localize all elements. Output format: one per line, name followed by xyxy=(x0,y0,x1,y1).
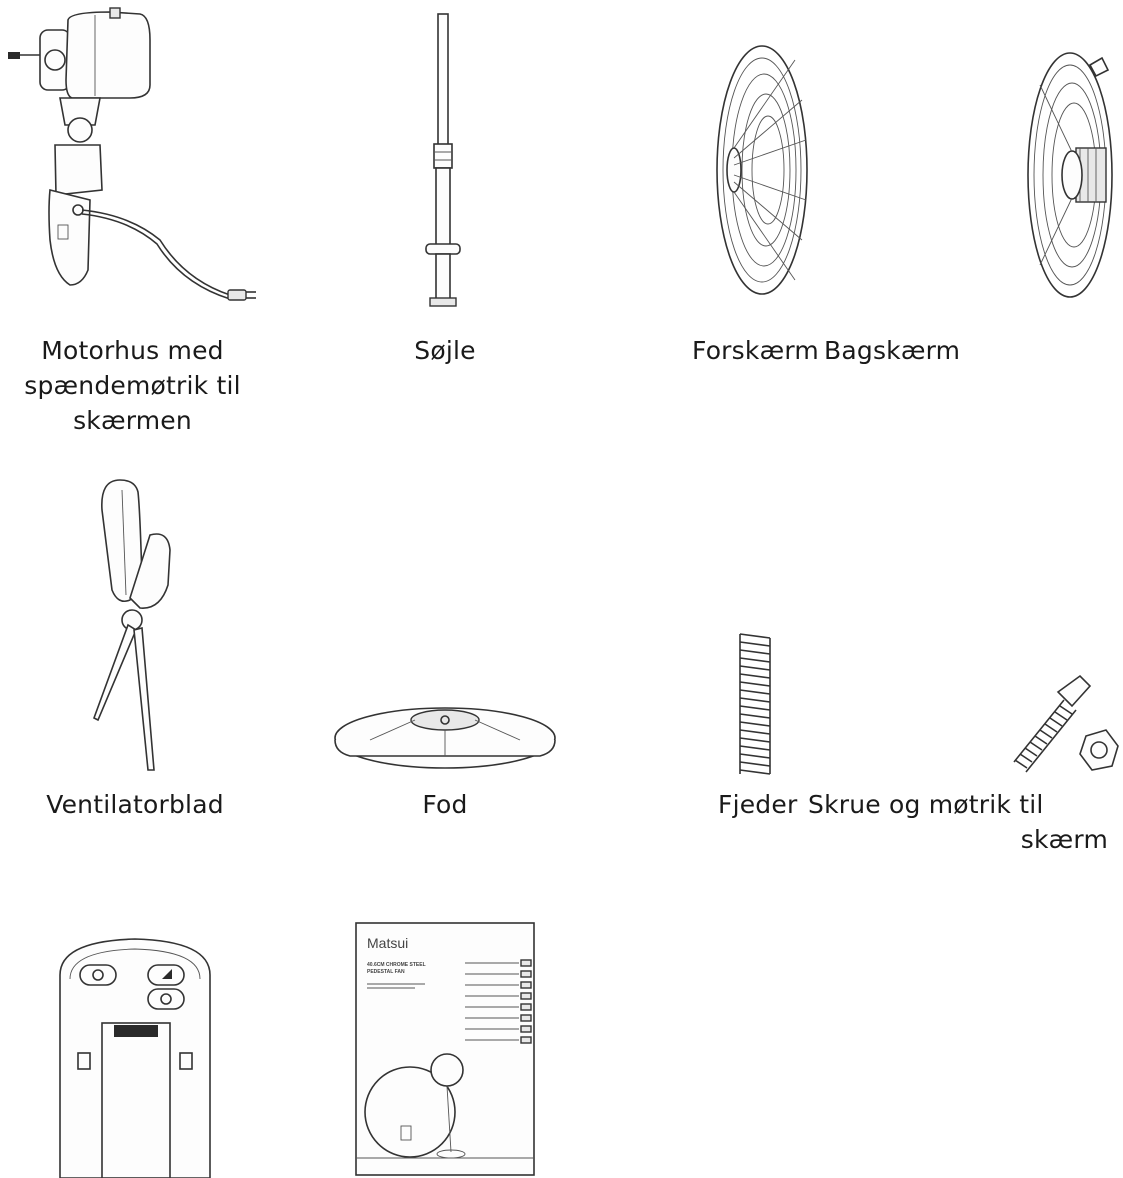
base-label: Fod xyxy=(422,790,468,819)
screw-nut-part xyxy=(1000,670,1123,785)
column-label: Søjle xyxy=(414,336,476,365)
instruction-manual-illustration: Matsui 40.6CM CHROME STEEL PEDESTAL FAN xyxy=(355,922,535,1176)
remote-control-part xyxy=(50,935,220,1178)
column-illustration xyxy=(425,13,461,307)
motor-housing-part xyxy=(0,0,280,320)
instruction-manual-part: Matsui 40.6CM CHROME STEEL PEDESTAL FAN xyxy=(355,922,535,1176)
column-part xyxy=(400,0,490,320)
motor-housing-label-line-2: spændemøtrik til xyxy=(24,371,241,400)
front-guard-part xyxy=(700,40,820,310)
rear-guard-part xyxy=(1010,40,1120,310)
rear-guard-label: Bagskærm xyxy=(824,336,961,365)
rear-guard-illustration xyxy=(1027,52,1113,298)
motor-housing-label: Motorhus med spændemøtrik til skærmen xyxy=(20,333,245,438)
screw-nut-label: Skrue og møtrik til skærm xyxy=(808,787,1108,857)
base-illustration xyxy=(334,707,556,769)
spring-illustration xyxy=(739,633,771,775)
motor-housing-illustration xyxy=(8,7,256,301)
manual-language-tabs xyxy=(465,959,532,1044)
front-guard-illustration xyxy=(716,45,808,295)
motor-housing-label-line-1: Motorhus med xyxy=(41,336,224,365)
base-part xyxy=(330,690,560,780)
remote-control-illustration xyxy=(59,938,211,1178)
fan-blade-label: Ventilatorblad xyxy=(46,790,224,819)
screw-nut-label-line-2: skærm xyxy=(1020,825,1108,854)
screw-nut-illustration xyxy=(1013,674,1119,773)
screw-nut-label-line-1: Skrue og møtrik til xyxy=(808,790,1044,819)
fan-blade-part xyxy=(80,470,190,780)
manual-title-line-2: PEDESTAL FAN xyxy=(367,969,405,975)
manual-title-line-1: 40.6CM CHROME STEEL xyxy=(367,962,426,968)
power-button-shape xyxy=(79,964,117,986)
motor-housing-label-line-3: skærmen xyxy=(73,406,192,435)
spring-label: Fjeder xyxy=(718,790,798,819)
front-guard-label: Forskærm xyxy=(692,336,819,365)
spring-part xyxy=(730,630,780,780)
fan-blade-illustration xyxy=(93,479,171,771)
manual-brand: Matsui xyxy=(367,935,408,951)
